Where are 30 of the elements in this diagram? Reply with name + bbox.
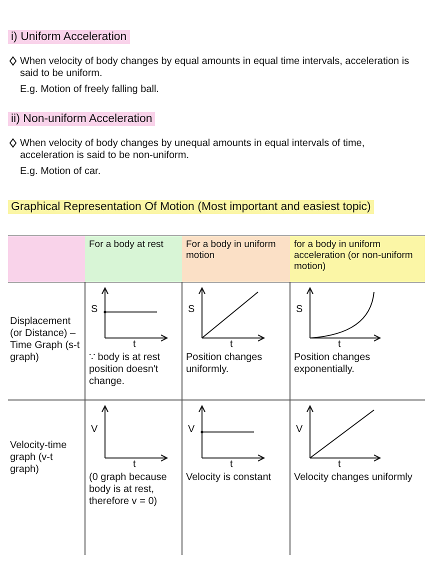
column-header: For a body at rest	[85, 236, 182, 282]
axis-label: t	[338, 339, 341, 351]
column-header: For a body in uniform motion	[182, 236, 290, 282]
axis-label: t	[338, 459, 341, 471]
graph-caption: (0 graph because body is at rest, therefore v = 0)	[89, 472, 168, 508]
section-heading: i) Uniform Acceleration	[8, 30, 130, 44]
axis-label: t	[133, 459, 136, 471]
graph-caption: ∵ body is at rest position doesn't change.	[89, 352, 162, 388]
axis-label: t	[230, 339, 233, 351]
definition-text: When velocity of body changes by unequal amounts in equal intervals of time, acceleration is said to be non-uniform.	[20, 138, 366, 162]
section-heading: ii) Non-uniform Acceleration	[8, 112, 156, 126]
axis-label: S	[296, 304, 303, 316]
row-header: Displacement (or Distance) – Time Graph (s-t graph)	[10, 316, 81, 364]
axis-label: V	[188, 424, 195, 436]
graph-caption: Position changes uniformly.	[186, 352, 264, 376]
graph-caption: Position changes exponentially.	[294, 352, 372, 376]
example-text: E.g. Motion of freely falling ball.	[20, 84, 159, 96]
axis-label: S	[91, 304, 98, 316]
axis-label: S	[188, 304, 195, 316]
axis-label: t	[230, 459, 233, 471]
graph-caption: Velocity changes uniformly	[294, 472, 414, 484]
axis-label: V	[91, 424, 98, 436]
example-text: E.g. Motion of car.	[20, 166, 101, 178]
axis-label: V	[296, 424, 303, 436]
section-heading: Graphical Representation Of Motion (Most important and easiest topic)	[8, 200, 374, 214]
row-header: Velocity-time graph (v-t graph)	[10, 440, 68, 476]
definition-text: When velocity of body changes by equal amounts in equal time intervals, acceleration is said to be uniform.	[20, 56, 410, 80]
graph-caption: Velocity is constant	[186, 472, 272, 484]
column-header: for a body in uniform acceleration (or non-uniform motion)	[290, 236, 425, 282]
axis-label: t	[133, 339, 136, 351]
